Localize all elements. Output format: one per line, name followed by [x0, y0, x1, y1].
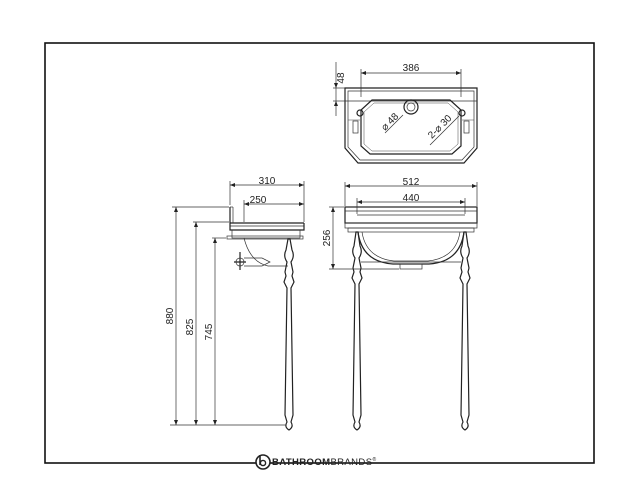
brand-mark-icon — [255, 454, 271, 470]
brand-trademark: ® — [372, 456, 376, 463]
dim-plan-tap-holes: 2-⌀ 30 — [426, 113, 454, 141]
svg-text:BATHROOMBRANDS®: BATHROOMBRANDS® — [272, 456, 377, 468]
brand-name-light: BRANDS — [330, 457, 372, 468]
dim-height-stand-top: 745 — [204, 323, 215, 340]
dim-height-rim: 825 — [185, 318, 196, 335]
brand-name-bold: BATHROOM — [272, 457, 330, 468]
dim-plan-tap-ledge: 48 — [336, 72, 347, 84]
dim-side-overall-depth: 310 — [259, 176, 276, 187]
dim-front-inner-width: 440 — [403, 193, 420, 204]
dim-height-overall: 880 — [165, 307, 176, 324]
dim-plan-waste-dia: ⌀ 48 — [379, 111, 401, 133]
plan-view: 386 48 ⌀ 48 2-⌀ 30 — [333, 62, 478, 164]
dim-front-overall-width: 512 — [403, 177, 420, 188]
brand-logo: BATHROOMBRANDS® — [255, 454, 377, 470]
front-view: 512 440 256 — [322, 177, 478, 431]
side-view: 310 250 880 825 745 — [165, 176, 305, 431]
dim-plan-inner-width: 386 — [403, 63, 420, 74]
dim-front-basin-height: 256 — [322, 229, 333, 246]
drawing-frame — [44, 42, 595, 464]
dim-side-bowl-depth: 250 — [250, 195, 267, 206]
